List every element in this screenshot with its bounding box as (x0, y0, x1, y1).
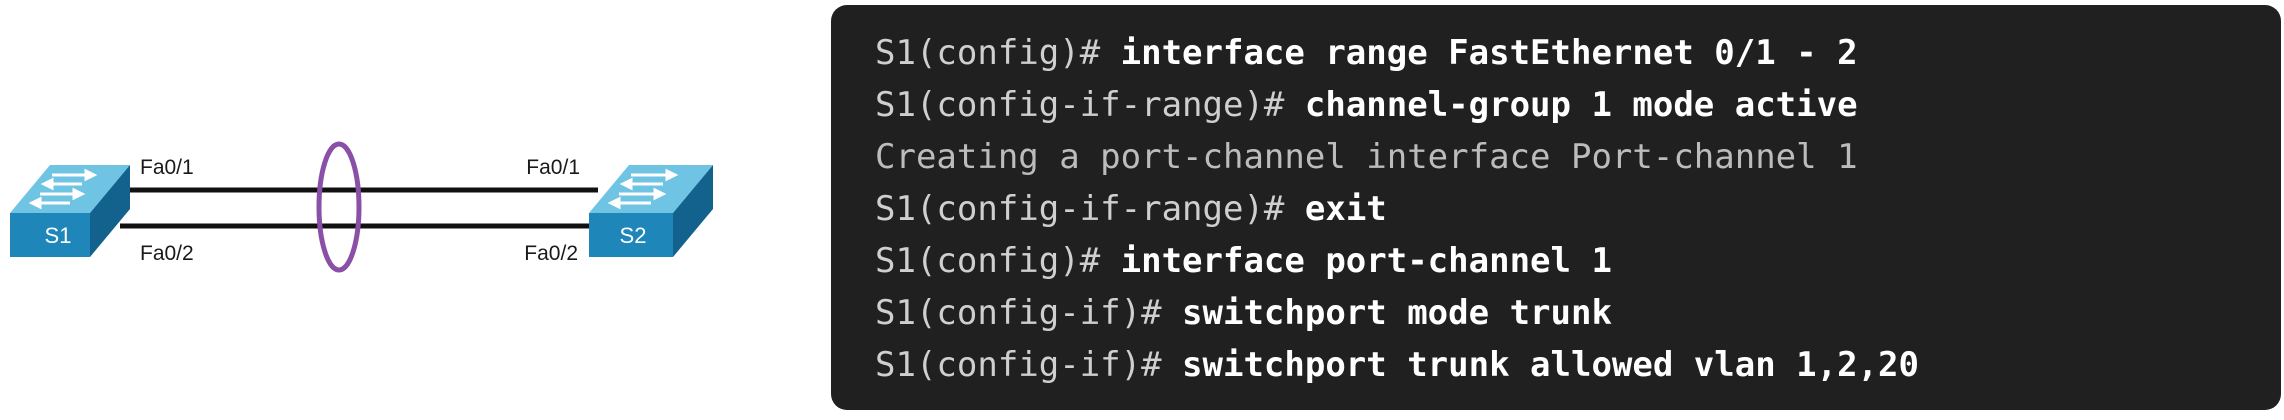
cli-command: interface range FastEthernet 0/1 - 2 (1120, 33, 1858, 73)
switch-s2-front-face (589, 213, 673, 257)
cli-line: S1(config)# interface port-channel 1 (875, 235, 2281, 287)
cli-command: channel-group 1 mode active (1304, 85, 1858, 125)
switch-s1-arrows-icon (28, 168, 98, 210)
switch-s2-label: S2 (620, 223, 647, 248)
switch-s1-label: S1 (45, 223, 72, 248)
s2-port-fa0-2-label: Fa0/2 (524, 242, 578, 265)
cli-terminal-panel: S1(config)# interface range FastEthernet… (831, 5, 2281, 410)
cli-prompt: S1(config)# (875, 241, 1121, 281)
cli-prompt: S1(config-if-range)# (875, 189, 1305, 229)
cli-prompt: S1(config)# (875, 33, 1121, 73)
s2-port-fa0-1-label: Fa0/1 (526, 156, 580, 179)
cli-prompt: S1(config-if-range)# (875, 85, 1305, 125)
etherchannel-ring (316, 141, 362, 273)
cli-output: Creating a port-channel interface Port-c… (875, 137, 1858, 177)
cli-prompt: S1(config-if)# (875, 345, 1183, 385)
cli-line: S1(config-if-range)# channel-group 1 mod… (875, 79, 2281, 131)
switch-s2-arrows-icon (607, 168, 679, 210)
s1-port-fa0-1-label: Fa0/1 (140, 156, 194, 179)
cli-line: Creating a port-channel interface Port-c… (875, 131, 2281, 183)
cli-line: S1(config-if-range)# exit (875, 183, 2281, 235)
cli-command: switchport mode trunk (1182, 293, 1612, 333)
switch-s2: S2 (589, 165, 713, 257)
cli-line: S1(config)# interface range FastEthernet… (875, 27, 2281, 79)
cli-command: exit (1304, 189, 1387, 229)
switch-s1-side-face (90, 165, 130, 257)
network-topology-diagram: S1 S2 Fa0/1 Fa0/2 Fa0/1 Fa0/2 (10, 141, 713, 273)
switch-s2-side-face (673, 165, 713, 257)
switch-s1-front-face (10, 213, 90, 257)
cli-command: interface port-channel 1 (1120, 241, 1612, 281)
cli-line: S1(config-if)# switchport trunk allowed … (875, 339, 2281, 391)
cli-command: switchport trunk allowed vlan 1,2,20 (1182, 345, 1919, 385)
cli-line: S1(config-if)# switchport mode trunk (875, 287, 2281, 339)
cli-prompt: S1(config-if)# (875, 293, 1183, 333)
switch-s1: S1 (10, 165, 130, 257)
s1-port-fa0-2-label: Fa0/2 (140, 242, 194, 265)
